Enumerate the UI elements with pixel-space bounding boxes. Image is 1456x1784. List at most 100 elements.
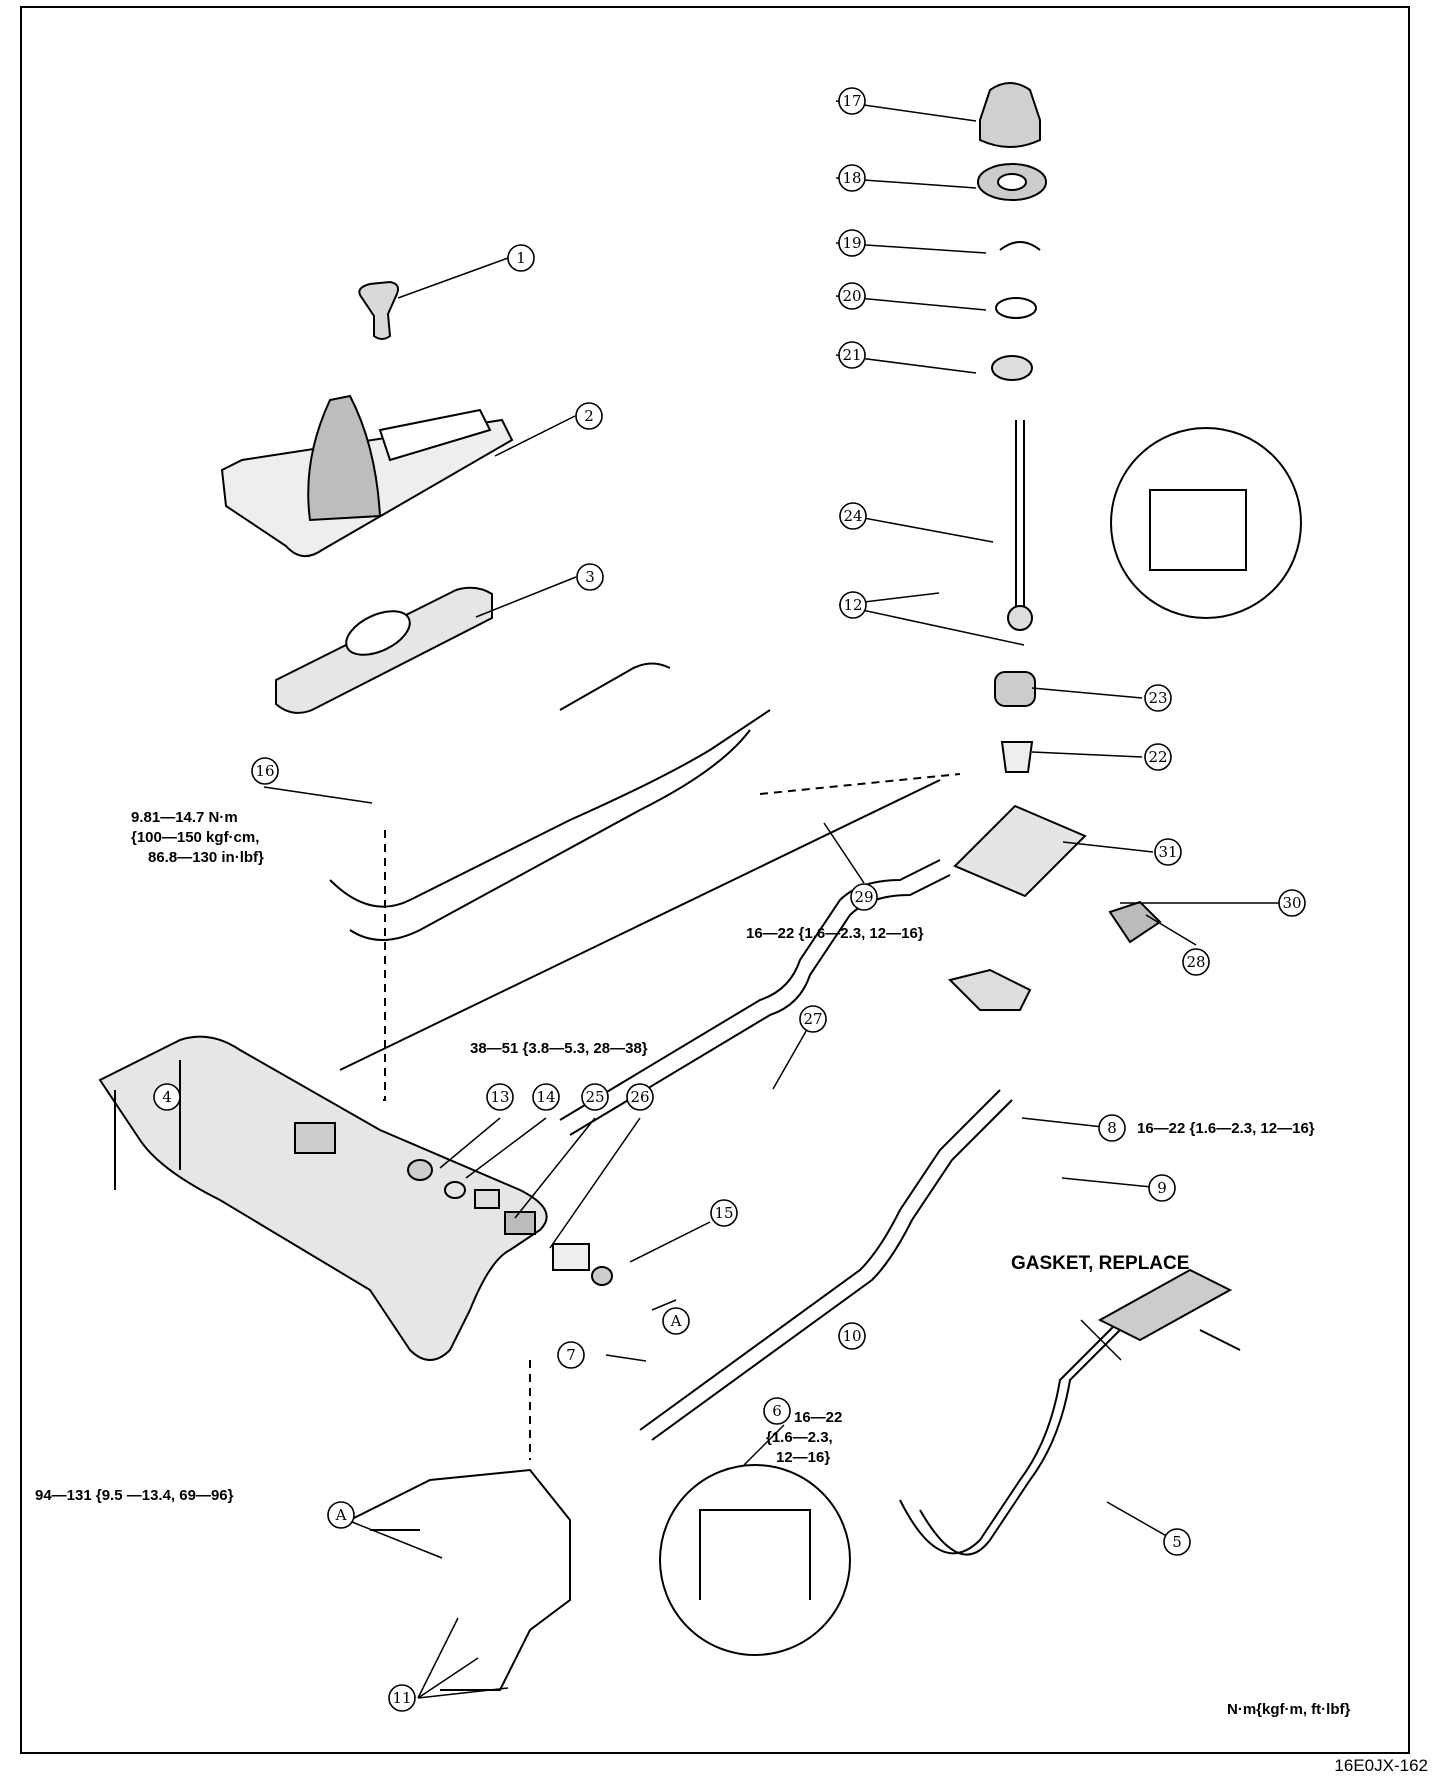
detail-circle-upper [1110,427,1302,619]
torque-16-line2: {100—150 kgf·cm, [131,829,259,846]
torque-6-line3: 12—16} [776,1449,830,1466]
callout-label: 20 [842,287,861,305]
callout-circle [1154,838,1182,866]
callout-label: 12 [843,596,862,614]
callout-11: 11 [388,1684,416,1712]
callout-label: 4 [162,1088,172,1106]
callout-label: 22 [1148,748,1167,766]
callout-circle [576,563,604,591]
units-note: N·m{kgf·m, ft·lbf} [1227,1701,1350,1718]
callout-label: 13 [490,1088,509,1106]
torque-16-line1: 9.81—14.7 N·m [131,809,238,826]
detail-circle-lower [659,1464,851,1656]
callout-10: 10 [838,1322,866,1350]
callout-label: 8 [1107,1119,1117,1137]
callout-circle [850,883,878,911]
callout-label: 5 [1172,1533,1182,1551]
callout-circle [575,402,603,430]
callout-label: 25 [585,1088,604,1106]
transmission-case [349,1468,571,1691]
callout-circle [327,1501,355,1529]
diagram-frame [20,6,1410,1754]
callout-a: A [327,1501,355,1529]
dashed-guides [383,773,961,1460]
callout-23: 23 [1144,684,1172,712]
callout-label: A [670,1312,682,1330]
gasket-note: GASKET, REPLACE [1011,1253,1189,1274]
callout-24: 24 [839,502,867,530]
extension-bar [559,859,1032,1136]
callout-label: 27 [803,1010,822,1028]
callout-17: 17 [838,87,866,115]
exhaust-pipe [899,1268,1241,1556]
callout-16: 16 [251,757,279,785]
torque-29: 16—22 {1.6—2.3, 12—16} [746,925,924,942]
callout-19: 19 [838,229,866,257]
callout-26: 26 [626,1083,654,1111]
callout-21: 21 [838,341,866,369]
callout-8: 8 [1098,1114,1126,1142]
torque-bracket: 38—51 {3.8—5.3, 28—38} [470,1040,648,1057]
callout-label: 6 [772,1402,782,1420]
callout-circle [839,591,867,619]
callout-label: 2 [584,407,594,425]
callout-3: 3 [576,563,604,591]
callout-15: 15 [710,1199,738,1227]
callout-circle [710,1199,738,1227]
callout-6: 6 [763,1397,791,1425]
callout-circle [557,1341,585,1369]
callout-28: 28 [1182,948,1210,976]
callout-18: 18 [838,164,866,192]
shift-lever-stack [953,82,1162,944]
callout-circle [486,1083,514,1111]
callout-circle [388,1684,416,1712]
callout-label: 3 [585,568,595,586]
leader-lines [263,100,1280,1699]
callout-1: 1 [507,244,535,272]
callout-circle [507,244,535,272]
callout-2: 2 [575,402,603,430]
callout-circle [662,1307,690,1335]
callout-circle [838,341,866,369]
callout-label: 14 [536,1088,555,1106]
callout-label: 28 [1186,953,1205,971]
callout-circle [799,1005,827,1033]
shift-knob [358,280,399,340]
callout-label: 23 [1148,689,1167,707]
callout-14: 14 [532,1083,560,1111]
callout-13: 13 [486,1083,514,1111]
callout-9: 9 [1148,1174,1176,1202]
callout-label: 19 [842,234,861,252]
callout-circle [1182,948,1210,976]
callout-circle [839,502,867,530]
callout-label: 30 [1282,894,1301,912]
torque-16-line3: 86.8—130 in·lbf} [148,849,264,866]
callout-label: 15 [714,1204,733,1222]
callout-circle [838,1322,866,1350]
callout-5: 5 [1163,1528,1191,1556]
callout-circle [251,757,279,785]
callout-label: 1 [516,249,526,267]
callout-label: 17 [842,92,861,110]
callout-27: 27 [799,1005,827,1033]
figure-code: 16E0JX-162 [1334,1756,1428,1775]
callout-label: 7 [566,1346,576,1364]
callout-circle [1144,743,1172,771]
callout-label: 11 [392,1689,411,1707]
callout-label: 16 [255,762,274,780]
torque-8: 16—22 {1.6—2.3, 12—16} [1137,1120,1315,1137]
callout-label: 9 [1157,1179,1167,1197]
callout-circle [1148,1174,1176,1202]
callout-label: 26 [630,1088,649,1106]
callout-circle [1098,1114,1126,1142]
callout-circle [626,1083,654,1111]
crossmember [98,1035,548,1361]
callout-30: 30 [1278,889,1306,917]
callout-label: 24 [843,507,862,525]
bushings [407,1159,613,1286]
callout-29: 29 [850,883,878,911]
torque-6-line2: {1.6—2.3, [766,1429,833,1446]
callout-circle [838,282,866,310]
callout-31: 31 [1154,838,1182,866]
